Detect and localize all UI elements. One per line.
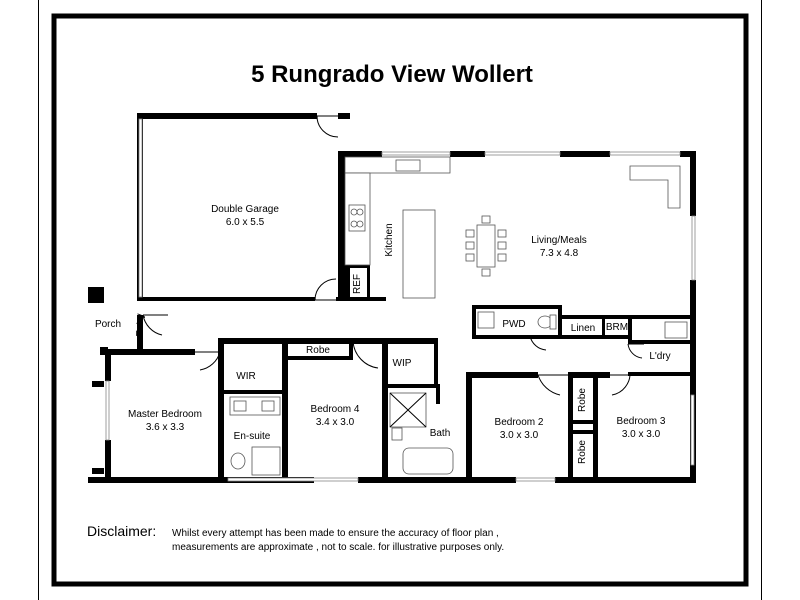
kitchen-fixtures (344, 156, 451, 299)
wip-name: WIP (393, 358, 412, 369)
garage-size: 6.0 x 5.5 (226, 217, 265, 228)
kitchen-name: Kitchen (384, 223, 395, 256)
dining-table (465, 215, 507, 277)
garage-name: Double Garage (211, 204, 279, 215)
brm-name: BRM (606, 322, 628, 333)
bed2-size: 3.0 x 3.0 (500, 430, 539, 441)
linen-name: Linen (571, 323, 595, 334)
bed4-size: 3.4 x 3.0 (316, 417, 355, 428)
entry-name: Entry (135, 313, 146, 336)
room-labels: Double Garage 6.0 x 5.5 Kitchen REF Livi… (95, 204, 671, 464)
porch-name: Porch (95, 319, 121, 330)
bed2-name: Bedroom 2 (495, 417, 544, 428)
bed3-name: Bedroom 3 (617, 416, 666, 427)
wir-name: WIR (236, 371, 255, 382)
page-frame (51, 13, 749, 587)
bed3-size: 3.0 x 3.0 (622, 429, 661, 440)
plan-title: 5 Rungrado View Wollert (251, 61, 533, 88)
windows (105, 118, 696, 482)
living-size: 7.3 x 4.8 (540, 248, 579, 259)
bathroom-fixtures (229, 311, 688, 476)
master-name: Master Bedroom (128, 409, 202, 420)
laundry-name: L'dry (649, 351, 670, 362)
bath-name: Bath (430, 428, 451, 439)
doors (142, 115, 644, 396)
ref-name: REF (352, 274, 363, 294)
kitchen-island (402, 209, 436, 299)
living-name: Living/Meals (531, 235, 587, 246)
sofa (629, 165, 681, 209)
disclaimer-line-2: measurements are approximate , not to sc… (172, 542, 504, 553)
page-edge-right (761, 0, 762, 600)
robe-a-name: Robe (577, 388, 588, 412)
pwd-name: PWD (502, 319, 525, 330)
walls (88, 113, 696, 483)
disclaimer-line-1: Whilst every attempt has been made to en… (172, 528, 499, 539)
robe-bed4-name: Robe (306, 345, 330, 356)
robe-b-name: Robe (577, 440, 588, 464)
ensuite-name: En-suite (234, 431, 271, 442)
page-edge-left (38, 0, 39, 600)
disclaimer-heading: Disclaimer: (87, 523, 156, 539)
master-size: 3.6 x 3.3 (146, 422, 185, 433)
bed4-name: Bedroom 4 (311, 404, 360, 415)
